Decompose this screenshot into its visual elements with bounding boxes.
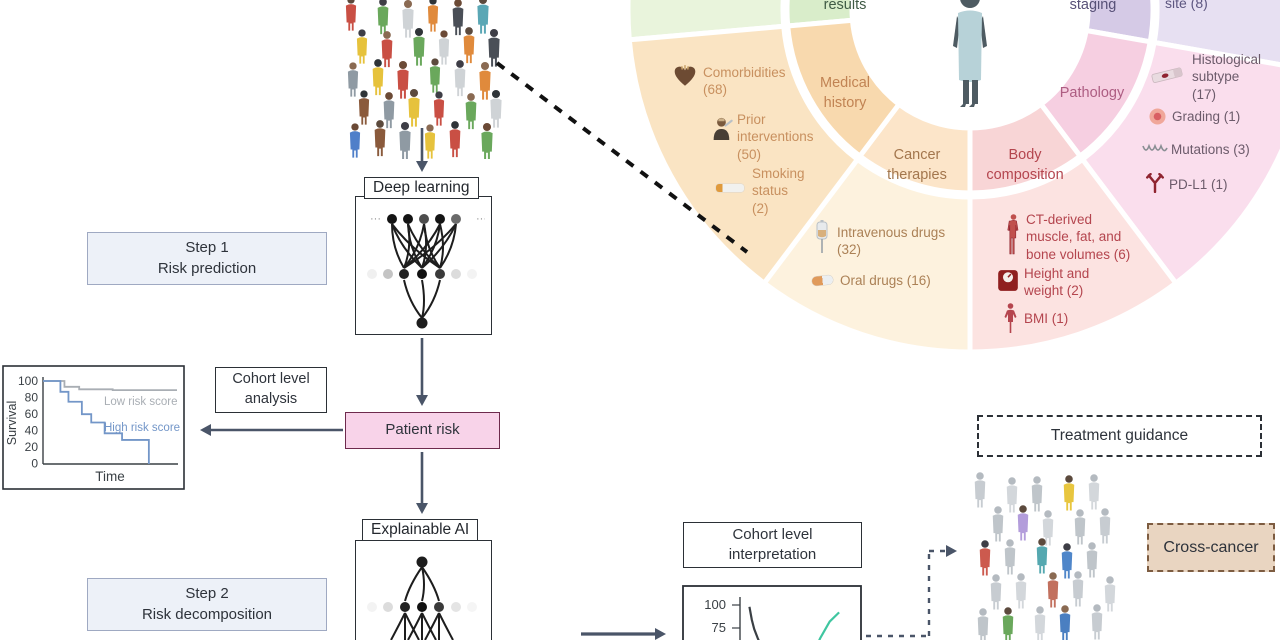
ytick-80: 80 [25, 391, 39, 405]
histology-slide-icon [1150, 66, 1184, 84]
item-prior-interventions: Prior interventions (50) [737, 112, 814, 162]
item-oral-drugs: Oral drugs (16) [840, 273, 931, 288]
patient-cohort-illustration [345, 0, 502, 159]
heart-icon [672, 64, 698, 88]
dna-icon [1142, 143, 1168, 156]
ytick-20: 20 [25, 440, 39, 454]
item-histological-subtype: Histological subtype (17) [1192, 52, 1262, 102]
ytick-40: 40 [25, 424, 39, 438]
item-grading: Grading (1) [1172, 109, 1241, 124]
antibody-icon [1145, 173, 1165, 193]
treatment-cohort-illustration [974, 472, 1116, 640]
svg-text:···: ··· [370, 213, 381, 225]
category-label-results: results [823, 0, 867, 13]
neural-network-diagram: ··· ··· [367, 213, 485, 329]
category-label-medical-history: Medical history [820, 75, 870, 111]
legend-low-risk: Low risk score [104, 396, 178, 408]
treatment-guidance-box: Treatment guidance [977, 415, 1262, 457]
cohort-level-analysis-box: Cohort level analysis [215, 367, 327, 413]
ytick-100: 100 [704, 597, 726, 612]
item-ct-derived-volumes: CT-derived muscle, fat, and bone volumes… [1026, 212, 1131, 262]
cigarette-icon [716, 184, 744, 192]
deep-learning-title: Deep learning [364, 177, 479, 199]
cross-cancer-box: Cross-cancer [1147, 523, 1275, 572]
cohort-level-interpretation-box: Cohort level interpretation [683, 522, 862, 568]
item-smoking-status: Smoking status (2) [752, 166, 805, 216]
item-bmi: BMI (1) [1024, 311, 1069, 326]
ytick-60: 60 [25, 407, 39, 421]
item-tumor-site: site (8) [1165, 0, 1208, 11]
svg-text:···: ··· [476, 213, 485, 225]
category-label-body-composition: Body composition [986, 147, 1064, 183]
ytick-75: 75 [712, 620, 726, 635]
bmi-person-icon [1003, 303, 1018, 335]
item-pd-l1: PD-L1 (1) [1169, 177, 1228, 192]
body-scan-icon [1007, 214, 1020, 256]
cell-icon [1148, 107, 1167, 126]
survival-curve-chart: 100 80 60 40 20 0 Survival Time Low risk… [2, 365, 185, 490]
item-intravenous-drugs: Intravenous drugs (32) [837, 225, 946, 258]
legend-high-risk: High risk score [104, 422, 180, 434]
ytick-100: 100 [18, 374, 38, 388]
category-label-staging: staging [1069, 0, 1117, 13]
patient-data-donut-chart [625, 0, 1280, 355]
y-axis-label: Survival [5, 401, 19, 445]
interpretation-chart: 100 75 [682, 585, 862, 640]
ytick-0: 0 [31, 457, 38, 471]
item-comorbidities: Comorbidities (68) [703, 65, 786, 98]
patient-figure [953, 0, 987, 107]
item-height-weight: Height and weight (2) [1024, 266, 1090, 299]
iv-bag-icon [814, 220, 830, 256]
scale-icon [996, 268, 1020, 292]
explainable-ai-title: Explainable AI [362, 519, 479, 541]
item-mutations: Mutations (3) [1171, 142, 1250, 157]
x-axis-label: Time [95, 469, 125, 484]
step1-box: Step 1 Risk prediction [87, 232, 327, 285]
category-label-cancer-therapies: Cancer therapies [887, 147, 947, 183]
clinician-icon [710, 116, 735, 141]
category-label-pathology: Pathology [1059, 85, 1125, 101]
step2-box: Step 2 Risk decomposition [87, 578, 327, 631]
explainable-network-diagram [367, 556, 477, 640]
patient-risk-box: Patient risk [345, 412, 500, 449]
